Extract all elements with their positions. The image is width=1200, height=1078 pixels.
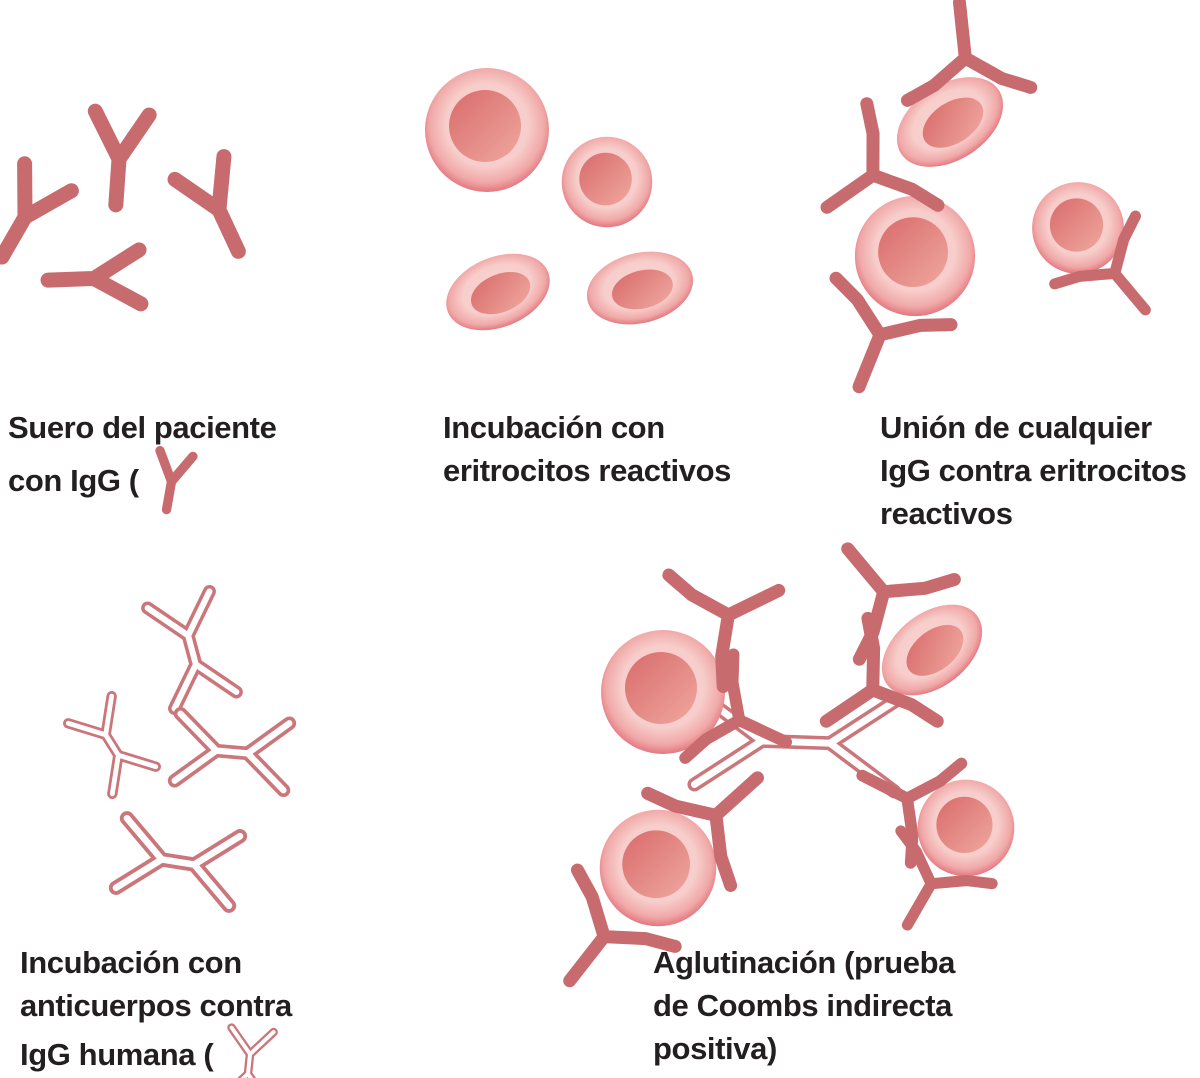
- caption-anti-igg: Incubación con anticuerpos contra IgG hu…: [20, 941, 292, 1070]
- caption-line: de Coombs indirecta: [653, 984, 955, 1027]
- caption-text: IgG contra eritrocitos: [880, 453, 1187, 488]
- igg-antibody-icon: [0, 164, 71, 271]
- red-blood-cell-icon: [579, 240, 701, 336]
- anti-igg-antibody-icon: [68, 696, 156, 794]
- igg-antibody-icon: [175, 157, 263, 263]
- caption-igg-binding: Unión de cualquier IgG contra eritrocito…: [880, 406, 1187, 535]
- caption-line: Incubación con: [20, 941, 292, 984]
- caption-line: Unión de cualquier: [880, 406, 1186, 449]
- caption-text: eritrocitos reactivos: [443, 453, 731, 488]
- igg-antibody-icon: [152, 449, 194, 505]
- caption-text: con IgG (: [8, 463, 139, 498]
- reactive-erythrocytes-figure: [425, 68, 701, 345]
- caption-line: eritrocitos reactivos: [443, 449, 731, 492]
- red-blood-cell-icon: [1032, 182, 1124, 274]
- caption-line: con IgG (: [8, 449, 276, 492]
- red-blood-cell-icon: [917, 779, 1015, 877]
- anti-igg-antibody-icon: [148, 591, 237, 708]
- patient-serum-figure: [0, 70, 300, 360]
- caption-text: Unión de cualquier: [880, 410, 1152, 445]
- agglutination-figure: [470, 520, 1015, 970]
- caption-incubation-erythrocytes: Incubación con eritrocitos reactivos: [443, 406, 731, 492]
- caption-line: anticuerpos contra: [20, 984, 292, 1027]
- anti-igg-antibody-icon: [226, 1027, 272, 1078]
- red-blood-cell-icon: [425, 68, 549, 192]
- caption-text: Aglutinación (prueba: [653, 945, 956, 980]
- anti-igg-antibody-icon: [116, 818, 240, 905]
- caption-text: positiva): [653, 1031, 777, 1066]
- caption-text: Suero del paciente: [8, 410, 277, 445]
- caption-text: de Coombs indirecta: [653, 988, 953, 1023]
- red-blood-cell-icon: [599, 809, 717, 927]
- caption-agglutination: Aglutinación (prueba de Coombs indirecta…: [653, 941, 955, 1070]
- igg-antibody-icon: [47, 250, 141, 307]
- caption-line: positiva): [653, 1027, 955, 1070]
- caption-text: reactivos: [880, 496, 1013, 531]
- caption-line: Suero del paciente: [8, 406, 277, 449]
- red-blood-cell-icon: [561, 136, 653, 228]
- caption-text: Incubación con: [20, 945, 242, 980]
- caption-line: Incubación con: [443, 406, 731, 449]
- igg-binding-figure: [830, 0, 1200, 400]
- caption-line: IgG humana (: [20, 1027, 292, 1070]
- igg-antibody-icon: [89, 111, 149, 207]
- anti-igg-antibody-icon: [175, 714, 290, 790]
- caption-line: Aglutinación (prueba: [653, 941, 955, 984]
- caption-line: IgG contra eritrocitos: [880, 449, 1187, 492]
- anti-igg-figure: [30, 560, 370, 910]
- caption-patient-serum: Suero del paciente con IgG (: [8, 406, 277, 492]
- red-blood-cell-icon: [434, 239, 562, 345]
- caption-text: anticuerpos contra: [20, 988, 292, 1023]
- caption-text: Incubación con: [443, 410, 665, 445]
- caption-text: IgG humana (: [20, 1037, 214, 1072]
- caption-line: reactivos: [880, 492, 1186, 535]
- red-blood-cell-icon: [854, 195, 976, 317]
